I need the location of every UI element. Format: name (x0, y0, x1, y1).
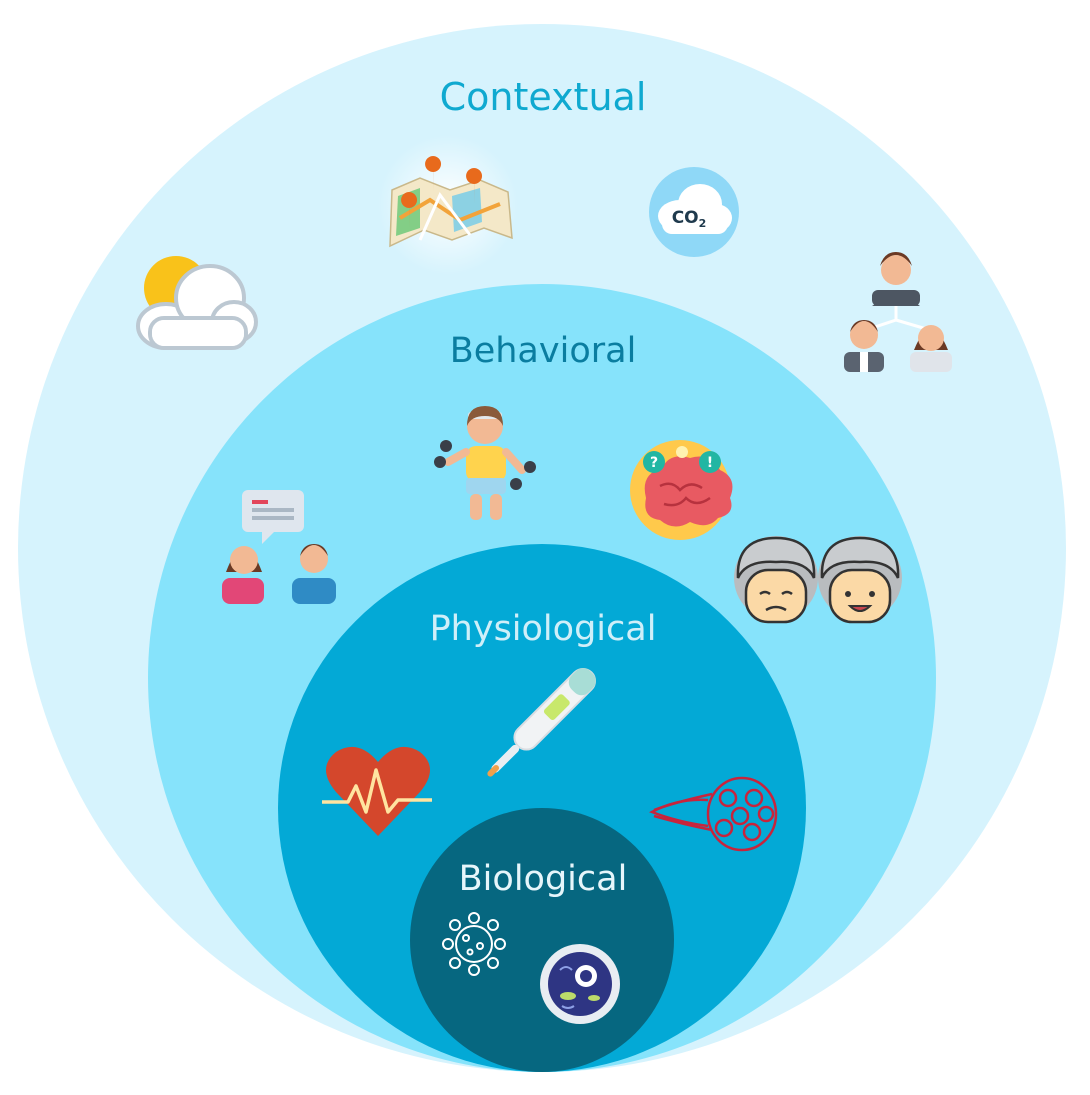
exercise-icon (434, 406, 536, 520)
svg-text:?: ? (650, 455, 658, 471)
muscle-fiber-icon (649, 776, 778, 852)
co2-main-text: CO (672, 208, 699, 228)
weather-icon (136, 256, 258, 350)
contextual-label: Contextual (440, 75, 647, 119)
thermometer-icon (487, 667, 597, 777)
svg-text:CO2: CO2 (672, 208, 707, 230)
behavioral-label: Behavioral (450, 331, 637, 371)
map-icon (378, 135, 518, 275)
physiological-label: Physiological (430, 609, 657, 649)
conversation-icon (222, 490, 336, 604)
co2-cloud-icon: CO2 (649, 167, 739, 257)
co2-sub-text: 2 (699, 217, 707, 230)
virus-icon (442, 912, 506, 976)
svg-text:!: ! (707, 455, 713, 471)
heartbeat-icon (322, 746, 432, 836)
cell-icon (540, 944, 620, 1024)
family-tree-icon (844, 252, 952, 372)
brain-thinking-icon: ? ! (630, 440, 733, 540)
elderly-faces-icon (734, 536, 902, 624)
biological-label: Biological (459, 859, 628, 899)
